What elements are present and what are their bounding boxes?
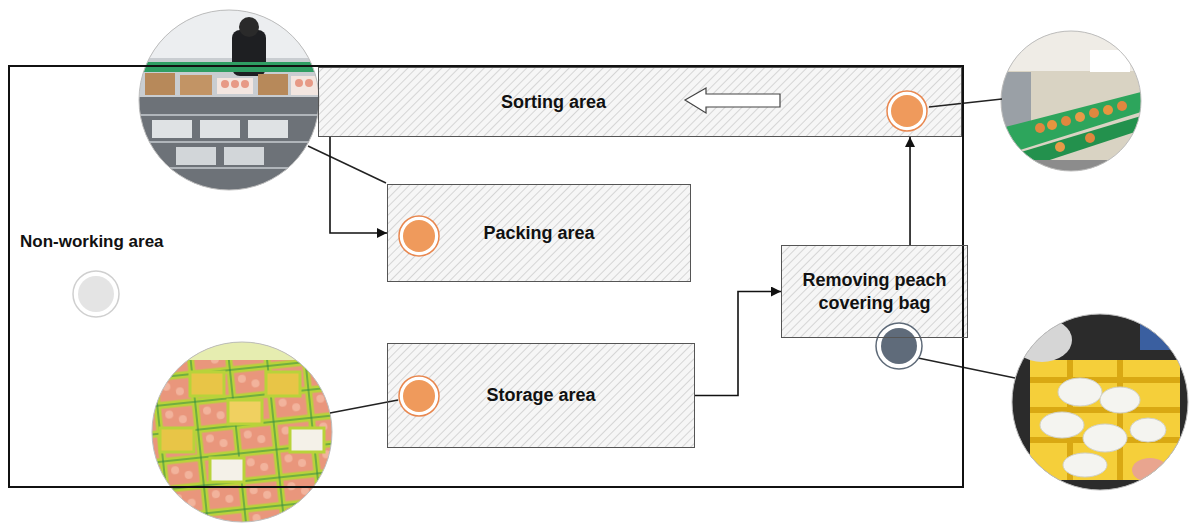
peach — [1047, 120, 1057, 130]
area-label: Non-working area — [20, 231, 164, 252]
hatch-fill — [318, 67, 962, 137]
leader-line — [918, 358, 1015, 378]
packing-photo — [139, 10, 319, 190]
conveyor — [1001, 116, 1141, 176]
location-marker — [403, 220, 435, 252]
location-marker — [78, 276, 114, 312]
crate — [224, 147, 264, 165]
area-label: Sorting area — [501, 91, 606, 114]
yellow-crate — [160, 428, 194, 452]
crate — [152, 120, 192, 138]
photo-rim — [1001, 31, 1141, 171]
far-crates — [152, 342, 332, 360]
peach — [1055, 142, 1065, 152]
peach — [1061, 116, 1071, 126]
hatch-fill — [781, 245, 968, 338]
rack-bar — [139, 141, 319, 143]
photo-ceiling — [139, 10, 319, 58]
background-item — [1140, 320, 1180, 350]
photo-rim — [139, 10, 319, 190]
location-marker-ring — [876, 323, 922, 369]
rack-bar — [139, 167, 319, 169]
facility-frame: Non-working area Sorting areaPacking area… — [8, 65, 964, 488]
peach — [1075, 112, 1085, 122]
hatch-fill — [387, 343, 695, 448]
white-crate — [210, 458, 244, 482]
crate-rows — [152, 342, 332, 522]
tray — [291, 76, 319, 95]
hatch-fill — [387, 184, 691, 282]
box — [180, 75, 212, 95]
glove — [1012, 318, 1072, 362]
leader-line — [929, 99, 1002, 107]
photo-wall — [139, 10, 319, 190]
area-box: Packing area — [387, 184, 691, 282]
area-label: Storage area — [486, 384, 595, 407]
paper-bag — [1100, 387, 1140, 413]
storage-photo — [152, 342, 332, 522]
location-marker — [403, 380, 435, 412]
worker-head — [239, 17, 259, 37]
photo-rim — [1012, 314, 1188, 490]
flow-arrow — [695, 292, 781, 396]
flow-arrow — [909, 137, 911, 245]
peach — [1035, 123, 1045, 133]
peach — [1089, 108, 1099, 118]
location-marker-ring — [399, 216, 439, 256]
white-crate — [290, 428, 324, 452]
location-marker-ring — [399, 376, 439, 416]
area-label: Packing area — [483, 222, 594, 245]
peach — [231, 80, 239, 88]
location-marker — [891, 95, 923, 127]
conveyor — [139, 62, 319, 72]
flow-arrow — [330, 137, 387, 233]
area-band: Sorting area — [318, 67, 962, 137]
rack-bar — [139, 114, 319, 116]
location-marker-ring — [887, 91, 927, 131]
peach — [1117, 101, 1127, 111]
box — [145, 73, 175, 95]
box — [258, 74, 288, 95]
paper-bag — [1130, 418, 1166, 442]
rack — [139, 97, 319, 190]
hatch-fills — [318, 67, 968, 448]
sorting-photo — [1001, 31, 1141, 176]
bag-removal-photo — [1012, 314, 1188, 490]
peach — [1132, 458, 1168, 482]
yellow-crate — [266, 372, 300, 396]
crate — [176, 147, 216, 165]
location-marker — [881, 328, 917, 364]
paper-bag — [1083, 424, 1127, 452]
peach — [1085, 133, 1095, 143]
photo-rim — [152, 342, 332, 522]
paper-bag — [1058, 378, 1102, 406]
crate — [248, 120, 288, 138]
area-box: Removing peach covering bag — [781, 245, 968, 338]
direction-arrow — [685, 88, 780, 113]
floor — [1001, 160, 1141, 171]
peach — [221, 80, 229, 88]
paper-bag — [1040, 412, 1084, 438]
peach — [305, 79, 313, 87]
peach — [295, 79, 303, 87]
machine — [1090, 50, 1130, 72]
crate — [200, 120, 240, 138]
yellow-crate — [228, 400, 262, 424]
location-marker-ring — [73, 271, 119, 317]
area-box: Storage area — [387, 343, 695, 448]
tray — [217, 78, 253, 94]
peach — [241, 80, 249, 88]
paper-bag — [1063, 453, 1107, 477]
peach — [1103, 105, 1113, 115]
leader-line — [308, 146, 386, 183]
area-label: Removing peach covering bag — [792, 269, 957, 314]
yellow-crate — [190, 372, 224, 396]
photo-ground — [1012, 314, 1188, 490]
